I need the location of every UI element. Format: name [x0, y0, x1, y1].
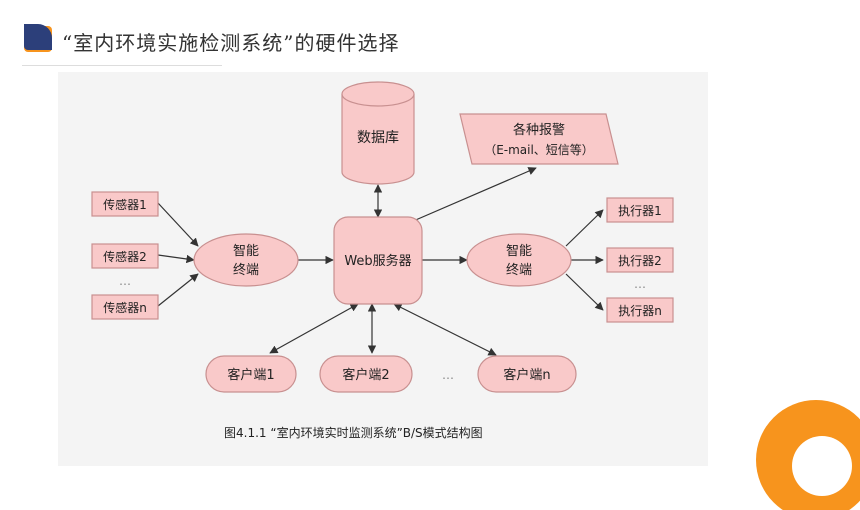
terminal-left-line1: 智能	[233, 244, 259, 259]
sensor-ellipsis: …	[119, 274, 131, 288]
sensor-node-1: 传感器1	[91, 191, 159, 217]
client-ellipsis: …	[442, 368, 454, 382]
actuator-label: 执行器2	[618, 254, 662, 268]
figure-caption: 图4.1.1 “室内环境实时监测系统”B/S模式结构图	[224, 425, 483, 440]
database-label: 数据库	[357, 130, 399, 146]
sensor-label: 传感器1	[103, 197, 147, 212]
sensor-node-n: 传感器n	[91, 294, 159, 320]
sensor-label: 传感器n	[103, 300, 147, 315]
terminal-right-line1: 智能	[506, 244, 532, 259]
alarm-node: 各种报警 （E-mail、短信等）	[459, 113, 619, 165]
client-node-2: 客户端2	[319, 355, 413, 393]
client-node-n: 客户端n	[477, 355, 577, 393]
header-divider	[22, 65, 222, 66]
client-label: 客户端2	[342, 367, 389, 383]
actuator-node-n: 执行器n	[606, 297, 674, 323]
header-bookmark-icon	[24, 24, 52, 52]
client-label: 客户端n	[503, 367, 550, 383]
smart-terminal-left: 智能 终端	[193, 233, 299, 287]
bs-architecture-diagram: 数据库 各种报警 （E-mail、短信等） Web服务器 智能 终端 智能 终端…	[58, 72, 708, 466]
alarm-label-line1: 各种报警	[513, 122, 565, 138]
terminal-left-line2: 终端	[233, 262, 259, 278]
alarm-label-line2: （E-mail、短信等）	[484, 143, 594, 157]
smart-terminal-right: 智能 终端	[466, 233, 572, 287]
web-server-node: Web服务器	[333, 216, 423, 305]
terminal-right-line2: 终端	[506, 262, 532, 278]
actuator-ellipsis: …	[634, 277, 646, 291]
client-label: 客户端1	[227, 367, 274, 383]
actuator-node-1: 执行器1	[606, 197, 674, 223]
database-node: 数据库	[341, 81, 415, 185]
sensor-label: 传感器2	[103, 249, 147, 264]
actuator-label: 执行器n	[618, 304, 662, 318]
page-title: “室内环境实施检测系统”的硬件选择	[62, 31, 400, 55]
web-server-label: Web服务器	[344, 253, 411, 269]
decorative-ring	[756, 400, 860, 510]
actuator-node-2: 执行器2	[606, 247, 674, 273]
actuator-label: 执行器1	[618, 204, 662, 218]
client-node-1: 客户端1	[205, 355, 297, 393]
sensor-node-2: 传感器2	[91, 243, 159, 269]
